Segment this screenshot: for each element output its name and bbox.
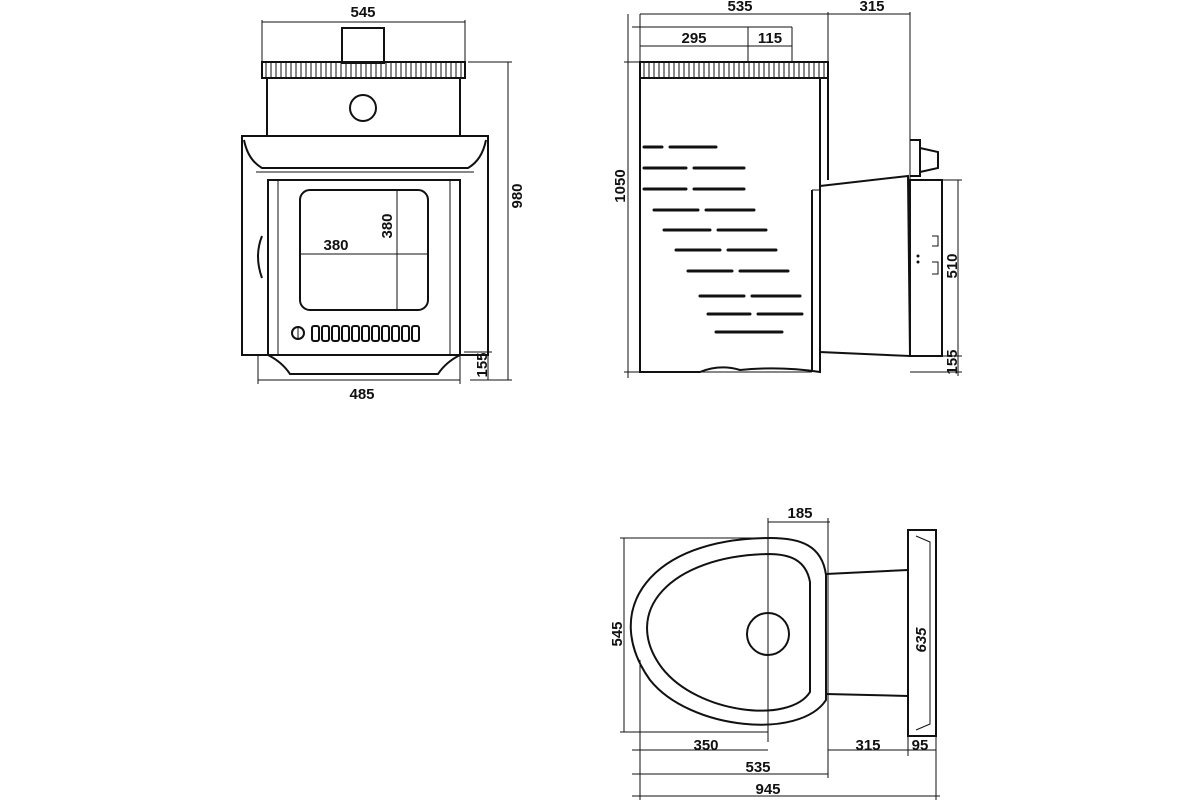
front-height-label: 980 xyxy=(509,183,526,208)
front-top-lip xyxy=(243,139,487,169)
glass-height-label: 380 xyxy=(379,213,396,238)
top-body-inner xyxy=(646,552,811,712)
top-depth-535-label: 535 xyxy=(745,759,770,776)
stone-container xyxy=(266,77,461,137)
glass-width-label: 380 xyxy=(323,237,348,254)
side-tank-plate xyxy=(909,179,943,357)
door-glass xyxy=(299,189,429,311)
top-total-length-label: 945 xyxy=(755,781,780,798)
top-tank-width-label: 635 xyxy=(913,627,930,653)
pipe-outlet xyxy=(349,94,377,122)
side-tank-outlet xyxy=(910,139,939,177)
front-base-width-label: 485 xyxy=(349,386,374,403)
firebox-door xyxy=(267,179,461,356)
side-tank-height-label: 510 xyxy=(944,253,961,278)
top-offset-label: 185 xyxy=(787,505,812,522)
side-height-label: 1050 xyxy=(612,169,629,202)
front-base xyxy=(267,354,461,375)
top-segment-315-label: 315 xyxy=(855,737,880,754)
top-grid-band xyxy=(261,61,466,79)
top-body-outer xyxy=(629,536,827,726)
side-body xyxy=(639,77,821,374)
side-handle xyxy=(257,235,263,279)
air-vents xyxy=(311,325,420,342)
top-tank-connector xyxy=(825,569,909,697)
side-segment-a-label: 295 xyxy=(681,30,706,47)
side-depth-label: 535 xyxy=(727,0,752,15)
side-tank-depth-label: 315 xyxy=(859,0,884,15)
front-width-label: 545 xyxy=(350,4,375,21)
side-water-tank xyxy=(819,174,912,358)
front-view: 545 380 380 xyxy=(241,4,526,403)
top-chimney-icon xyxy=(746,612,790,656)
side-leg-height-label: 155 xyxy=(944,349,961,374)
front-leg-height-label: 155 xyxy=(474,352,491,377)
chimney xyxy=(341,27,385,64)
top-grid-hatch xyxy=(265,63,462,77)
top-water-tank xyxy=(907,529,937,737)
top-segment-350-label: 350 xyxy=(693,737,718,754)
side-view: 535 315 295 115 xyxy=(612,0,962,378)
side-vent-slots xyxy=(642,145,804,334)
top-segment-95-label: 95 xyxy=(912,737,929,754)
side-segment-b-label: 115 xyxy=(758,30,782,47)
top-view: 185 545 635 350 315 95 535 945 xyxy=(609,505,940,800)
top-depth-label: 545 xyxy=(609,621,626,646)
